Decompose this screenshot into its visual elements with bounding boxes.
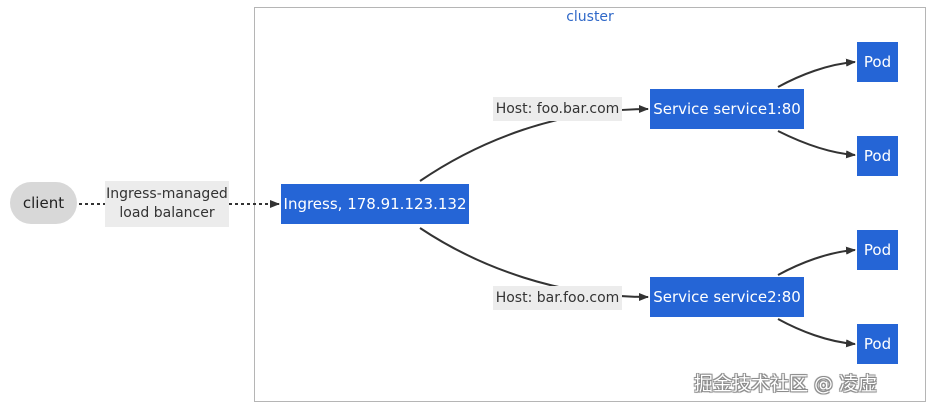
cluster-label: cluster: [566, 9, 614, 25]
edge-service2-to-pod4: [777, 318, 856, 348]
host-foo-edge-label: Host: foo.bar.com: [493, 97, 622, 121]
service2-node: Service service2:80: [650, 277, 804, 317]
edge-service1-to-pod2: [777, 130, 856, 159]
service1-node: Service service1:80: [650, 89, 804, 129]
ingress-node: Ingress, 178.91.123.132: [281, 184, 469, 224]
edge-service1-to-pod1: [777, 58, 856, 88]
edge-service2-to-pod3: [777, 246, 856, 276]
pod-node-1: Pod: [857, 42, 898, 82]
load-balancer-label-line2: load balancer: [119, 205, 215, 221]
watermark: 掘金技术社区 @ 凌虚: [694, 373, 878, 395]
pod-node-3: Pod: [857, 230, 898, 270]
pod-node-4: Pod: [857, 324, 898, 364]
pod-node-2: Pod: [857, 136, 898, 176]
host-bar-edge-label: Host: bar.foo.com: [493, 286, 622, 310]
load-balancer-label-line1: Ingress-managed: [106, 186, 228, 202]
load-balancer-edge-label: Ingress-managed load balancer: [105, 181, 229, 227]
client-node: client: [10, 182, 77, 224]
